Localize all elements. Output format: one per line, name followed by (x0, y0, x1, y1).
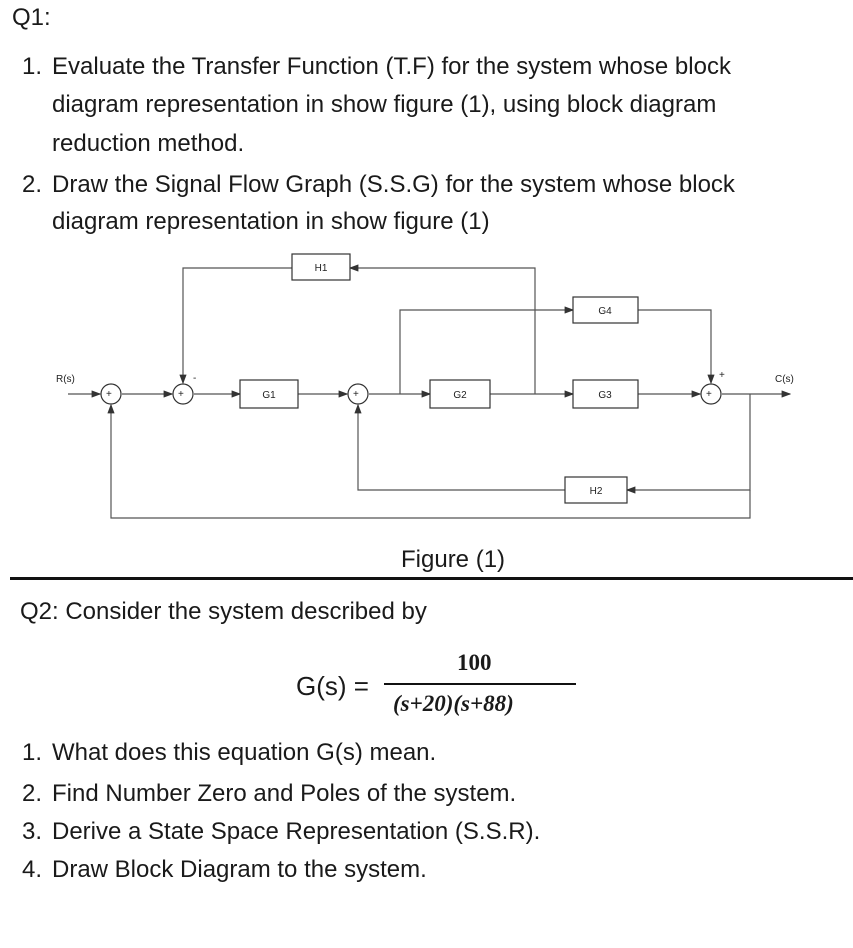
q1-item-1-line-3: reduction method. (52, 130, 245, 157)
summing-junction-3 (347, 383, 369, 405)
figure-caption: Figure (1) (401, 546, 506, 573)
q1-item-1-line-2: diagram representation in show figure (1… (52, 91, 717, 118)
block-h1-label: H1 (315, 263, 328, 274)
summing-junction-2 (172, 383, 194, 405)
equation-numerator: 100 (457, 650, 492, 675)
block-diagram: + + + + - + G1 G2 G3 G4 H1 H2 R(s) C(s) (56, 253, 794, 519)
output-label: C(s) (775, 374, 794, 385)
q2-item-3: 3.Derive a State Space Representation (S… (22, 818, 541, 845)
q2-heading: Q2: Consider the system described by (20, 598, 427, 625)
q1-item-2-line-2: diagram representation in show figure (1… (52, 208, 490, 235)
junction-4-top-plus-sign: + (719, 370, 725, 381)
q2-item-2: 2.Find Number Zero and Poles of the syst… (22, 780, 517, 807)
equation-denominator: (s+20)(s+88) (393, 691, 514, 716)
section-divider (10, 577, 853, 580)
summing-junction-4 (700, 383, 722, 405)
junction-2-plus-sign: + (178, 389, 184, 400)
q2-item-4: 4.Draw Block Diagram to the system. (22, 856, 427, 883)
input-label: R(s) (56, 374, 75, 385)
block-g1-label: G1 (262, 390, 276, 401)
block-g1-box (239, 379, 299, 409)
block-h2-box (564, 476, 628, 504)
block-h1-box (291, 253, 351, 281)
block-g2-label: G2 (453, 390, 467, 401)
fraction-bar (384, 683, 576, 685)
junction-1-plus-sign: + (106, 389, 112, 400)
q2-item-1: 1.What does this equation G(s) mean. (22, 739, 437, 766)
junction-4-plus-sign: + (706, 389, 712, 400)
block-g4-label: G4 (598, 306, 612, 317)
q1-item-2-number: 2. (22, 171, 43, 198)
block-g2-box (429, 379, 491, 409)
junction-3-plus-sign: + (353, 389, 359, 400)
q1-item-1-number: 1. (22, 53, 43, 80)
block-g3-box (572, 379, 639, 409)
junction-2-minus-sign: - (193, 373, 196, 384)
block-h2-label: H2 (590, 486, 603, 497)
block-g3-label: G3 (598, 390, 612, 401)
q1-heading: Q1: (12, 4, 51, 31)
equation-lhs: G(s) = (296, 671, 369, 701)
q1-item-2-line-1: 2.Draw the Signal Flow Graph (S.S.G) for… (22, 171, 735, 198)
q1-item-1-line-1: 1.Evaluate the Transfer Function (T.F) f… (22, 53, 731, 80)
block-g4-box (572, 296, 639, 324)
summing-junction-1 (100, 383, 122, 405)
